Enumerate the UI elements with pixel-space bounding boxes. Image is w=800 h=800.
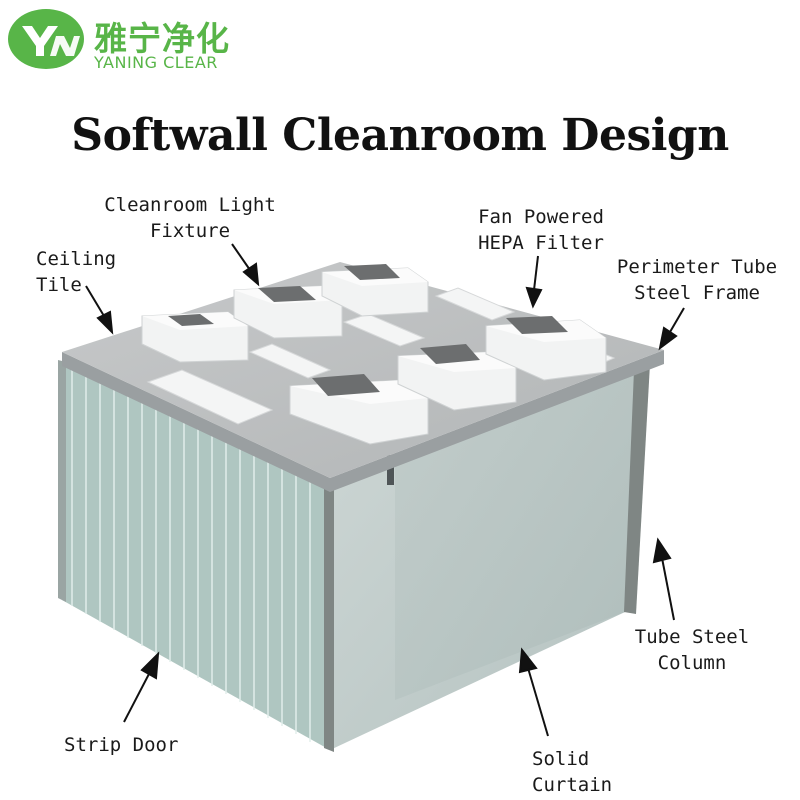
- callout-arrows: [85, 243, 685, 737]
- ceiling-frame-edge: [62, 350, 664, 492]
- brand-chinese-name: 雅宁净化: [94, 19, 230, 58]
- solid-curtain-panel: [330, 368, 640, 750]
- arrow-hepa-filter: [533, 255, 539, 291]
- left-tube-column: [58, 360, 66, 602]
- label-hepa-filter: Fan Powered HEPA Filter: [478, 206, 604, 254]
- arrow-ceiling-tile: [85, 285, 105, 317]
- arrow-strip-door: [123, 671, 151, 723]
- hepa-filter-units: [141, 264, 607, 445]
- right-tube-column: [624, 364, 650, 614]
- brand-logo: 雅宁净化 YANING CLEAR: [6, 6, 246, 76]
- label-strip-door: Strip Door: [64, 734, 179, 756]
- yn-monogram-icon: [8, 9, 84, 69]
- label-perimeter-frame: Perimeter Tube Steel Frame: [616, 256, 778, 304]
- label-ceiling-tile: Ceiling Tile: [36, 248, 117, 296]
- label-light-fixture: Cleanroom Light Fixture: [104, 194, 276, 242]
- brand-english-name: YANING CLEAR: [94, 53, 218, 72]
- page-title: Softwall Cleanroom Design: [71, 110, 729, 161]
- inner-tube-column: [387, 455, 394, 485]
- arrow-perimeter-frame: [669, 307, 685, 333]
- arrow-light-fixture: [231, 243, 251, 271]
- front-tube-column: [324, 482, 334, 752]
- label-solid-curtain: Solid Curtain: [532, 748, 613, 796]
- label-tube-column: Tube Steel Column: [634, 626, 750, 674]
- arrow-solid-curtain: [527, 667, 549, 737]
- arrow-tube-column: [661, 557, 675, 621]
